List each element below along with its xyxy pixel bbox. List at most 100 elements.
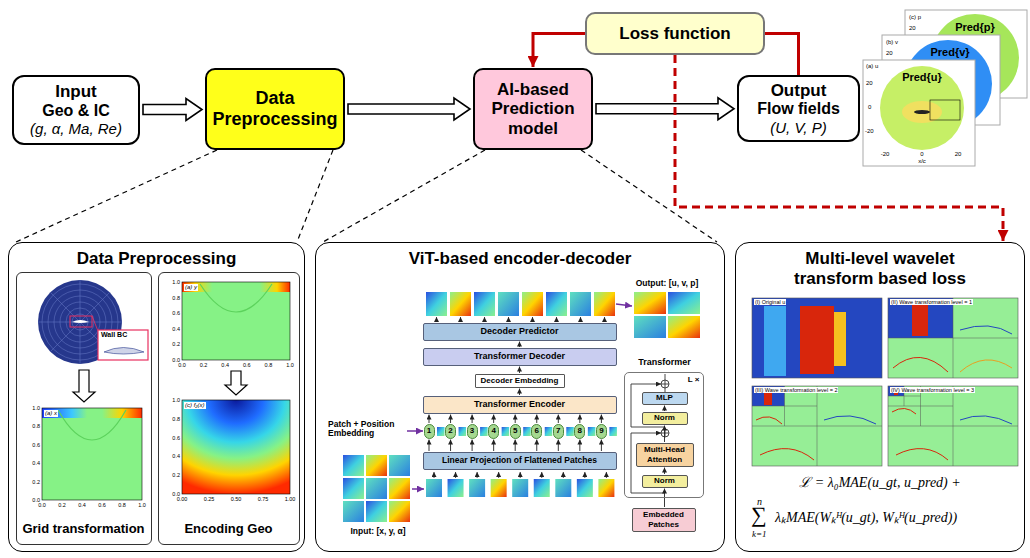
axis-tick: 0.4 [172,453,180,459]
patch-arrow [580,317,581,322]
wavelet-original [764,306,786,376]
node-title: Output [771,81,827,101]
input-image [343,455,410,522]
plot-title: Pred{v} [930,46,969,58]
input-patches [598,479,614,497]
figure-label: (b) v [886,39,898,46]
flow-field-u [930,100,960,120]
arrow [601,415,602,424]
axis-tick: 0.2 [172,472,180,478]
figure-label: Output: [u, v, p] [636,279,699,288]
arrow [536,440,537,452]
node-title: Embedded Patches [635,510,693,528]
patch-token: 9 [596,424,607,439]
loss-link [675,55,1003,241]
arrow [493,440,494,452]
node-title: 1 [427,426,431,435]
wavelet-level-1 [888,298,1018,378]
wavelet-level-2 [764,392,772,405]
axis-tick: 0.0 [38,502,46,508]
node-title: Norm [654,476,675,485]
axis-tick: 0.6 [172,310,180,316]
axis-tick: 0.6 [172,435,180,441]
grid-plot-x [42,418,142,426]
arrow [493,415,494,424]
output-patches [450,292,471,316]
patch-arrow [437,317,605,322]
input-patches [426,479,442,497]
process-box: Data Preprocessing [205,68,345,150]
output-patches [474,292,495,316]
figure-label: Patch + Position Embedding [328,420,406,439]
node-title: 2 [448,426,452,435]
input-patches [448,479,464,497]
wavelet-level-2 [760,449,814,460]
norm-box: Norm [642,475,688,488]
output-image [668,292,700,314]
airfoil-mesh [38,280,148,364]
flow-field-u [914,110,930,114]
axis-tick: 0.2 [32,479,40,485]
node-title: Grid transformation [22,522,144,537]
node-title: AI-based Prediction model [479,80,587,139]
encoding-plot [182,400,290,494]
wavelet-level-3 [888,386,1018,466]
transformer-encoder-bar: Transformer Encoder [423,396,617,414]
embedding-bar: Decoder Embedding [475,374,565,388]
transformer-wiring [661,380,669,388]
axis-tick: 20 [886,50,893,57]
figure-label: (a) u [866,63,878,70]
wavelet-level-2 [824,416,876,424]
input-image [389,455,410,476]
output-box: OutputFlow fields(U, V, P) [737,75,860,142]
grid-plot-y [200,284,272,312]
axis-tick: 0.50 [231,496,242,502]
decoder-predictor-bar: Decoder Predictor [423,323,617,341]
wavelet-level-2 [752,386,882,466]
embedding-arrow [407,430,423,432]
airfoil-mesh [70,316,92,327]
node-title: Transformer [615,357,715,367]
node-text: (U, V, P) [770,119,826,136]
plot-title: (a) x [44,410,58,417]
flow-arrow [596,98,734,120]
grid-plot-x [42,408,142,500]
grid-plot-x [42,408,142,500]
axis-tick: 0.75 [258,496,269,502]
figure-label: Input: [x, y, α] [350,527,405,536]
arrow [450,415,451,424]
node-title: MLP [656,393,673,402]
wavelet-level-3 [960,416,1012,424]
formula: λₖMAE(Wₖᴴ(u_gt), Wₖᴴ(u_pred)) [775,510,957,525]
node-title: Norm [654,413,675,422]
grid-plot-y [182,292,290,300]
airfoil-mesh [72,320,89,323]
patch-arrow [556,317,557,322]
wavelet-level-1 [912,304,928,336]
transformer-wiring [665,374,666,380]
arrow [519,389,520,396]
arrow [472,440,473,452]
node-title: Multi-level wavelet transform based loss [776,249,984,288]
wavelet-level-2 [752,386,882,466]
input-image [389,478,410,499]
patch-arrow [436,317,437,322]
patch-token: 8 [574,424,585,439]
input-patches [491,479,507,497]
axis-tick: 1.00 [285,496,296,502]
output-patches [426,292,447,316]
axis-tick: 0.8 [265,362,273,368]
flow-arrow [143,99,202,121]
flow-field-u [863,60,975,166]
wavelet-original [752,298,882,378]
axis-tick: -20 [881,151,890,158]
axis-tick: 0.00 [177,496,188,502]
input-patches [512,479,528,497]
patch-arrow [498,472,499,478]
patch-token: 7 [553,424,564,439]
arrow [601,440,602,452]
axis-tick: 20 [955,151,962,158]
embedding-tiles [480,427,488,436]
arrow [664,468,665,475]
